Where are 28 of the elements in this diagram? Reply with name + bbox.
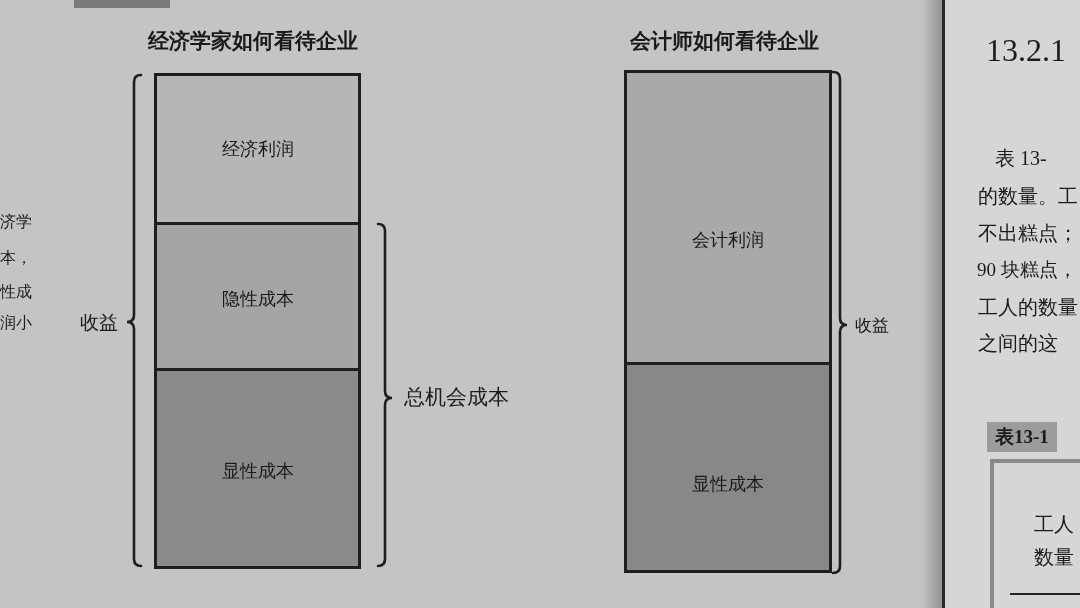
body-text: 的数量。工 xyxy=(978,184,1078,208)
table-caption: 表13-1 xyxy=(987,421,1057,453)
body-text: 工人的数量 xyxy=(978,295,1078,319)
segment-label: 显性成本 xyxy=(221,459,294,482)
bar-segment xyxy=(627,362,829,570)
section-number: 13.2.1 xyxy=(986,30,1066,70)
bar-segment xyxy=(627,73,829,362)
brace-label: 总机会成本 xyxy=(404,385,509,411)
sidebar-text: 济学 xyxy=(0,212,32,232)
bar-heading: 会计师如何看待企业 xyxy=(630,29,819,55)
sidebar-text: 本， xyxy=(0,248,32,268)
segment-label: 隐性成本 xyxy=(221,287,294,310)
segment-label: 会计利润 xyxy=(692,228,764,251)
bar-segment xyxy=(157,76,358,222)
body-text: 不出糕点； xyxy=(978,221,1078,245)
sidebar-text: 润小 xyxy=(0,313,32,333)
sidebar-text: 性成 xyxy=(0,282,32,302)
bar-segment xyxy=(157,368,358,566)
brace-label: 收益 xyxy=(855,314,889,336)
body-text: 表 13- xyxy=(995,146,1047,170)
table-header-text: 工人数量 xyxy=(1034,512,1075,570)
bar-segment xyxy=(157,222,358,368)
segment-label: 显性成本 xyxy=(692,472,764,495)
brace-label: 收益 xyxy=(80,310,118,334)
body-text: 之间的这 xyxy=(978,331,1058,355)
bar-heading: 经济学家如何看待企业 xyxy=(148,29,358,55)
body-text: 90 块糕点， xyxy=(977,258,1077,282)
segment-label: 经济利润 xyxy=(221,138,294,160)
